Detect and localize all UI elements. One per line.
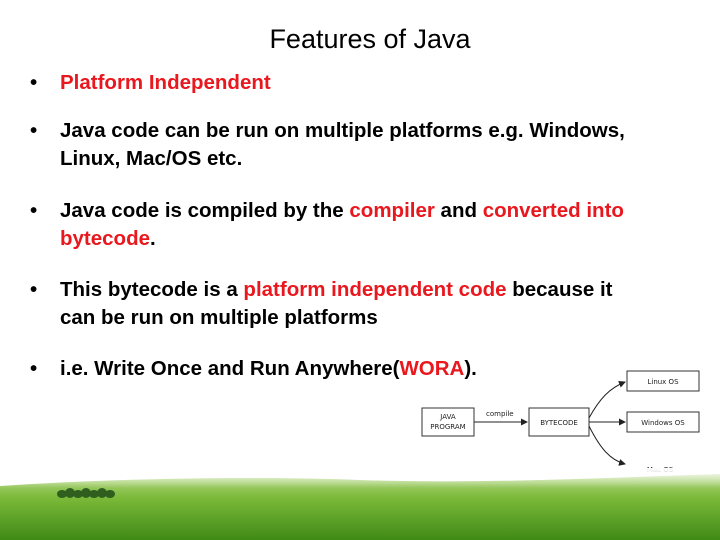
bullet-wora: • i.e. Write Once and Run Anywhere(WORA)…	[30, 355, 650, 383]
bullet-text: Platform Independent	[60, 71, 271, 94]
bytecode-label: BYTECODE	[540, 419, 578, 427]
bullet-dot: •	[30, 71, 38, 94]
highlight-compiler: compiler	[349, 199, 435, 222]
bullet-text: i.e. Write Once and Run Anywhere(WORA).	[30, 355, 650, 383]
bullet-text-part: This bytecode is a	[60, 278, 244, 301]
bullet-dot: •	[30, 357, 38, 380]
bullet-compiled-bytecode: • Java code is compiled by the compiler …	[30, 197, 650, 253]
windows-os-box	[626, 411, 700, 433]
bullet-text: Java code can be run on multiple platfor…	[60, 119, 625, 170]
highlight-bytecode: converted into bytecode	[60, 199, 624, 250]
bullet-text: This bytecode is a platform independent …	[30, 276, 650, 332]
bullet-dot: •	[30, 278, 38, 301]
bullet-multiple-platforms: • Java code can be run on multiple platf…	[30, 117, 650, 173]
linux-os-box	[626, 370, 700, 392]
meadow-background	[0, 468, 720, 540]
bullet-text-part: Java code is compiled by the	[60, 199, 350, 222]
windows-os-label: Windows OS	[641, 419, 685, 427]
bullet-text-part: because it can be run on multiple platfo…	[60, 278, 613, 329]
branch-arrow-linux	[588, 380, 626, 419]
linux-os-label: Linux OS	[647, 378, 679, 386]
java-program-label: JAVA	[439, 413, 456, 421]
java-program-label: PROGRAM	[430, 423, 465, 431]
grass-field	[0, 474, 720, 540]
bullet-text: Java code is compiled by the compiler an…	[30, 197, 650, 253]
bullet-platform-independent: • Platform Independent	[30, 69, 650, 97]
bullet-platform-independent-code: • This bytecode is a platform independen…	[30, 276, 650, 332]
compile-label: compile	[486, 410, 514, 418]
slide-title: Features of Java	[269, 24, 471, 54]
bullet-text-part: .	[150, 227, 156, 250]
tree-line	[57, 488, 115, 498]
java-program-box	[421, 407, 475, 437]
bullet-text-part: i.e. Write Once and Run Anywhere(	[60, 357, 400, 380]
highlight-platform-independent-code: platform independent code	[243, 278, 507, 301]
compile-flow-diagram: JAVA PROGRAM compile BYTECODE Linux OS W…	[421, 370, 700, 474]
bullet-text-part: ).	[464, 357, 477, 380]
bullet-dot: •	[30, 119, 38, 142]
bullet-text-part: and	[434, 199, 483, 222]
branch-arrow-mac	[588, 425, 626, 466]
highlight-wora: WORA	[399, 357, 465, 380]
bullet-dot: •	[30, 199, 38, 222]
